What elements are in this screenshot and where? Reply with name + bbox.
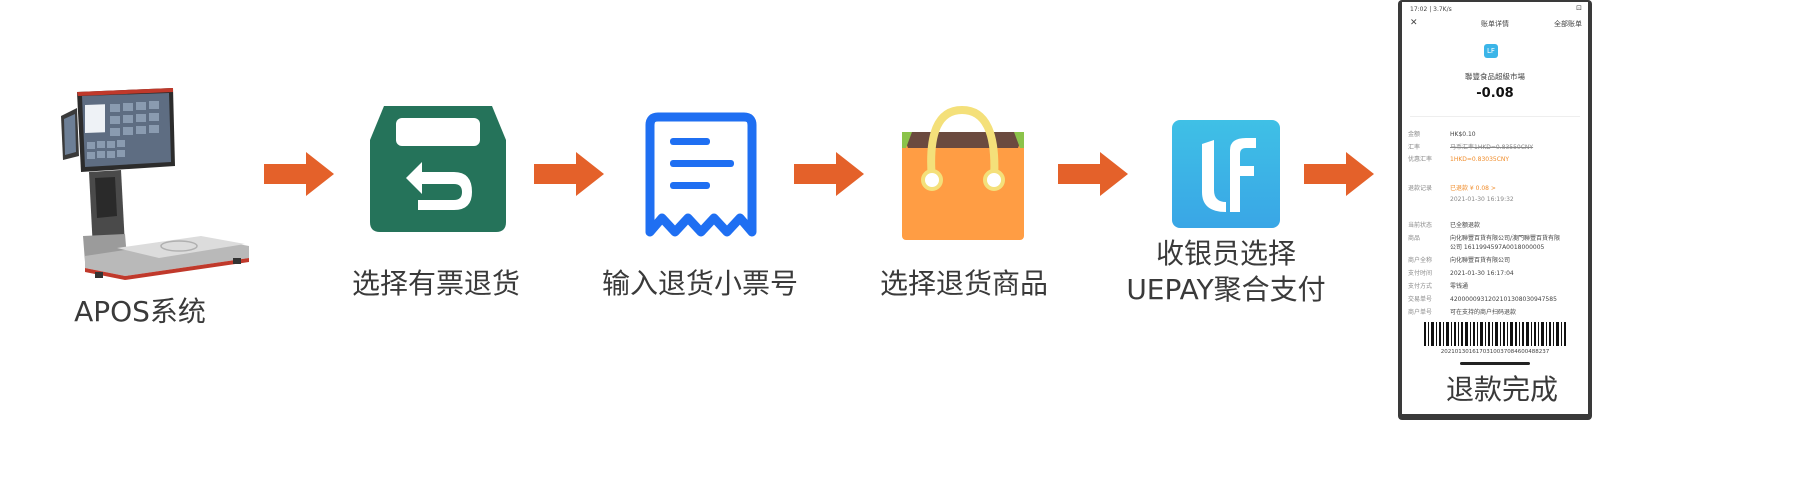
step-label-return-with-receipt: 选择有票退货 xyxy=(351,267,520,300)
detail-value: 可在支持的商户扫码退款 xyxy=(1450,309,1517,316)
arrow-right-icon xyxy=(264,152,334,196)
pos-terminal-icon xyxy=(55,86,255,286)
row-value-amount: HK$0.10 xyxy=(1450,131,1476,138)
row-value-discount-rate: 1HKD=0.83035CNY xyxy=(1450,156,1510,163)
detail-key: 商户单号 xyxy=(1408,309,1433,316)
bill-amount: -0.08 xyxy=(1476,86,1514,101)
merchant-logo: LF xyxy=(1484,44,1498,58)
nav-title: 账单详情 xyxy=(1481,20,1509,28)
arrow-right-icon xyxy=(1304,152,1374,196)
detail-value: 已全额退款 xyxy=(1450,222,1481,229)
home-indicator xyxy=(1460,362,1530,365)
row-value-rate: 马币汇率1HKD=0.83550CNY xyxy=(1450,144,1534,151)
close-icon[interactable]: ✕ xyxy=(1410,18,1418,28)
detail-key: 支付方式 xyxy=(1408,283,1433,290)
detail-value: 零钱通 xyxy=(1450,283,1469,290)
step-label-refund-complete: 退款完成 xyxy=(1445,373,1558,406)
receipt-icon xyxy=(644,112,758,242)
detail-key: 交易单号 xyxy=(1408,296,1433,303)
divider xyxy=(1410,116,1580,117)
detail-value: 向化聯豐百貨有限公司 xyxy=(1450,257,1511,264)
barcode xyxy=(1424,322,1566,346)
refund-time: 2021-01-30 16:19:32 xyxy=(1450,196,1514,203)
step-label-enter-receipt-number: 输入退货小票号 xyxy=(601,267,798,300)
barcode-number: 2021013016170310037084600488237 xyxy=(1440,349,1550,355)
step-label-line2: UEPAY聚合支付 xyxy=(1126,273,1326,306)
row-key-discount-rate: 优惠汇率 xyxy=(1408,156,1433,163)
detail-key: 商户全称 xyxy=(1408,257,1433,264)
detail-key: 商品 xyxy=(1408,235,1421,242)
detail-value: 向化聯豐百貨有限公司/澳門聯豐百貨有限 xyxy=(1450,235,1561,242)
all-bills-link[interactable]: 全部账单 xyxy=(1554,20,1582,28)
merchant-name: 聯豐食品超級市場 xyxy=(1465,72,1525,81)
arrow-right-icon xyxy=(794,152,864,196)
phone-screenshot: 17:02 | 3.7K/s ⊡ ✕ 账单详情 全部账单 LF 聯豐食品超級市場… xyxy=(1398,0,1592,420)
detail-value: 4200000931202101308030947585 xyxy=(1450,296,1557,303)
step-label-select-return-items: 选择退货商品 xyxy=(879,267,1048,300)
detail-key: 当前状态 xyxy=(1408,222,1433,229)
detail-value: 2021-01-30 16:17:04 xyxy=(1450,270,1514,277)
arrow-right-icon xyxy=(534,152,604,196)
return-box-icon xyxy=(370,106,506,232)
battery-icon: ⊡ xyxy=(1576,4,1582,12)
detail-value: 公司 1611994597A0018000005 xyxy=(1450,244,1545,251)
refund-record-key: 退款记录 xyxy=(1408,185,1433,192)
uepay-logo-icon xyxy=(1172,120,1280,228)
row-key-amount: 金额 xyxy=(1408,131,1421,138)
refund-record-link[interactable]: 已退款 ¥ 0.08 > xyxy=(1450,185,1496,192)
step-label-cashier-select-uepay: 收银员选择 UEPAY聚合支付 xyxy=(1126,236,1326,308)
row-key-rate: 汇率 xyxy=(1408,144,1421,151)
step-label-line1: 收银员选择 xyxy=(1155,237,1296,270)
detail-key: 支付时间 xyxy=(1408,270,1433,277)
shopping-bag-icon xyxy=(900,104,1026,242)
status-bar: 17:02 | 3.7K/s xyxy=(1410,6,1452,13)
arrow-right-icon xyxy=(1058,152,1128,196)
step-label-apos: APOS系统 xyxy=(74,295,206,328)
phone-screen: 17:02 | 3.7K/s ⊡ ✕ 账单详情 全部账单 LF 聯豐食品超級市場… xyxy=(1402,2,1588,414)
